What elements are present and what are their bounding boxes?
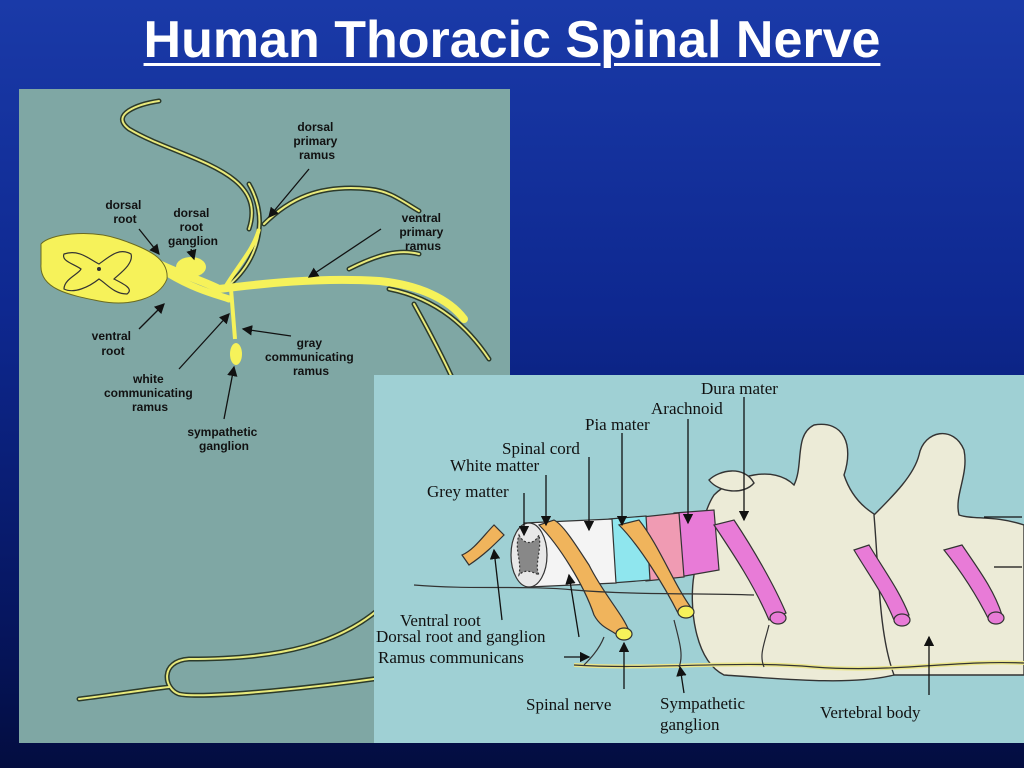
label-dorsal-root: dorsal root [105, 198, 144, 226]
label-ventral-primary-ramus: ventral primary ramus [399, 211, 446, 253]
label-sympathetic-ganglion-right: Sympathetic ganglion [660, 694, 749, 734]
label-white-matter: White matter [450, 456, 540, 475]
slide-title: Human Thoracic Spinal Nerve [143, 11, 881, 69]
sympathetic-ganglion [230, 343, 242, 365]
label-spinal-cord: Spinal cord [502, 439, 580, 458]
label-ventral-root: ventral root [92, 329, 135, 358]
sympathetic-chain [413, 584, 1024, 671]
spinal-cord-cross-section [40, 233, 168, 304]
nerve-ends [615, 605, 1005, 641]
label-ramus-communicans: Ramus communicans [378, 648, 524, 667]
label-white-communicating-ramus: white communicating ramus [104, 372, 196, 414]
nerve-roots [461, 519, 1003, 638]
label-grey-matter: Grey matter [427, 482, 509, 501]
label-vertebral-body: Vertebral body [820, 703, 921, 722]
label-dorsal-primary-ramus: dorsal primary ramus [293, 120, 340, 162]
label-dorsal-root-and-ganglion: Dorsal root and ganglion [376, 627, 546, 646]
label-dura-mater: Dura mater [701, 379, 778, 398]
meninges-vertebra-svg: Dura mater Arachnoid Pia mater Spinal co… [374, 375, 1024, 743]
label-ventral-root: Ventral root [400, 611, 481, 630]
label-pia-mater: Pia mater [585, 415, 650, 434]
label-gray-communicating-ramus: gray communicating ramus [265, 336, 357, 378]
label-spinal-nerve: Spinal nerve [526, 695, 611, 714]
meninges-vertebra-diagram: Dura mater Arachnoid Pia mater Spinal co… [374, 375, 1024, 743]
label-sympathetic-ganglion: sympathetic ganglion [187, 425, 260, 453]
label-arrows [138, 168, 382, 420]
label-arachnoid: Arachnoid [651, 399, 723, 418]
dorsal-root-ganglion [176, 257, 206, 277]
label-arrows-right [489, 397, 1022, 695]
spinal-nerve-trunk [155, 228, 468, 365]
label-dorsal-root-ganglion: dorsal root ganglion [168, 206, 218, 248]
